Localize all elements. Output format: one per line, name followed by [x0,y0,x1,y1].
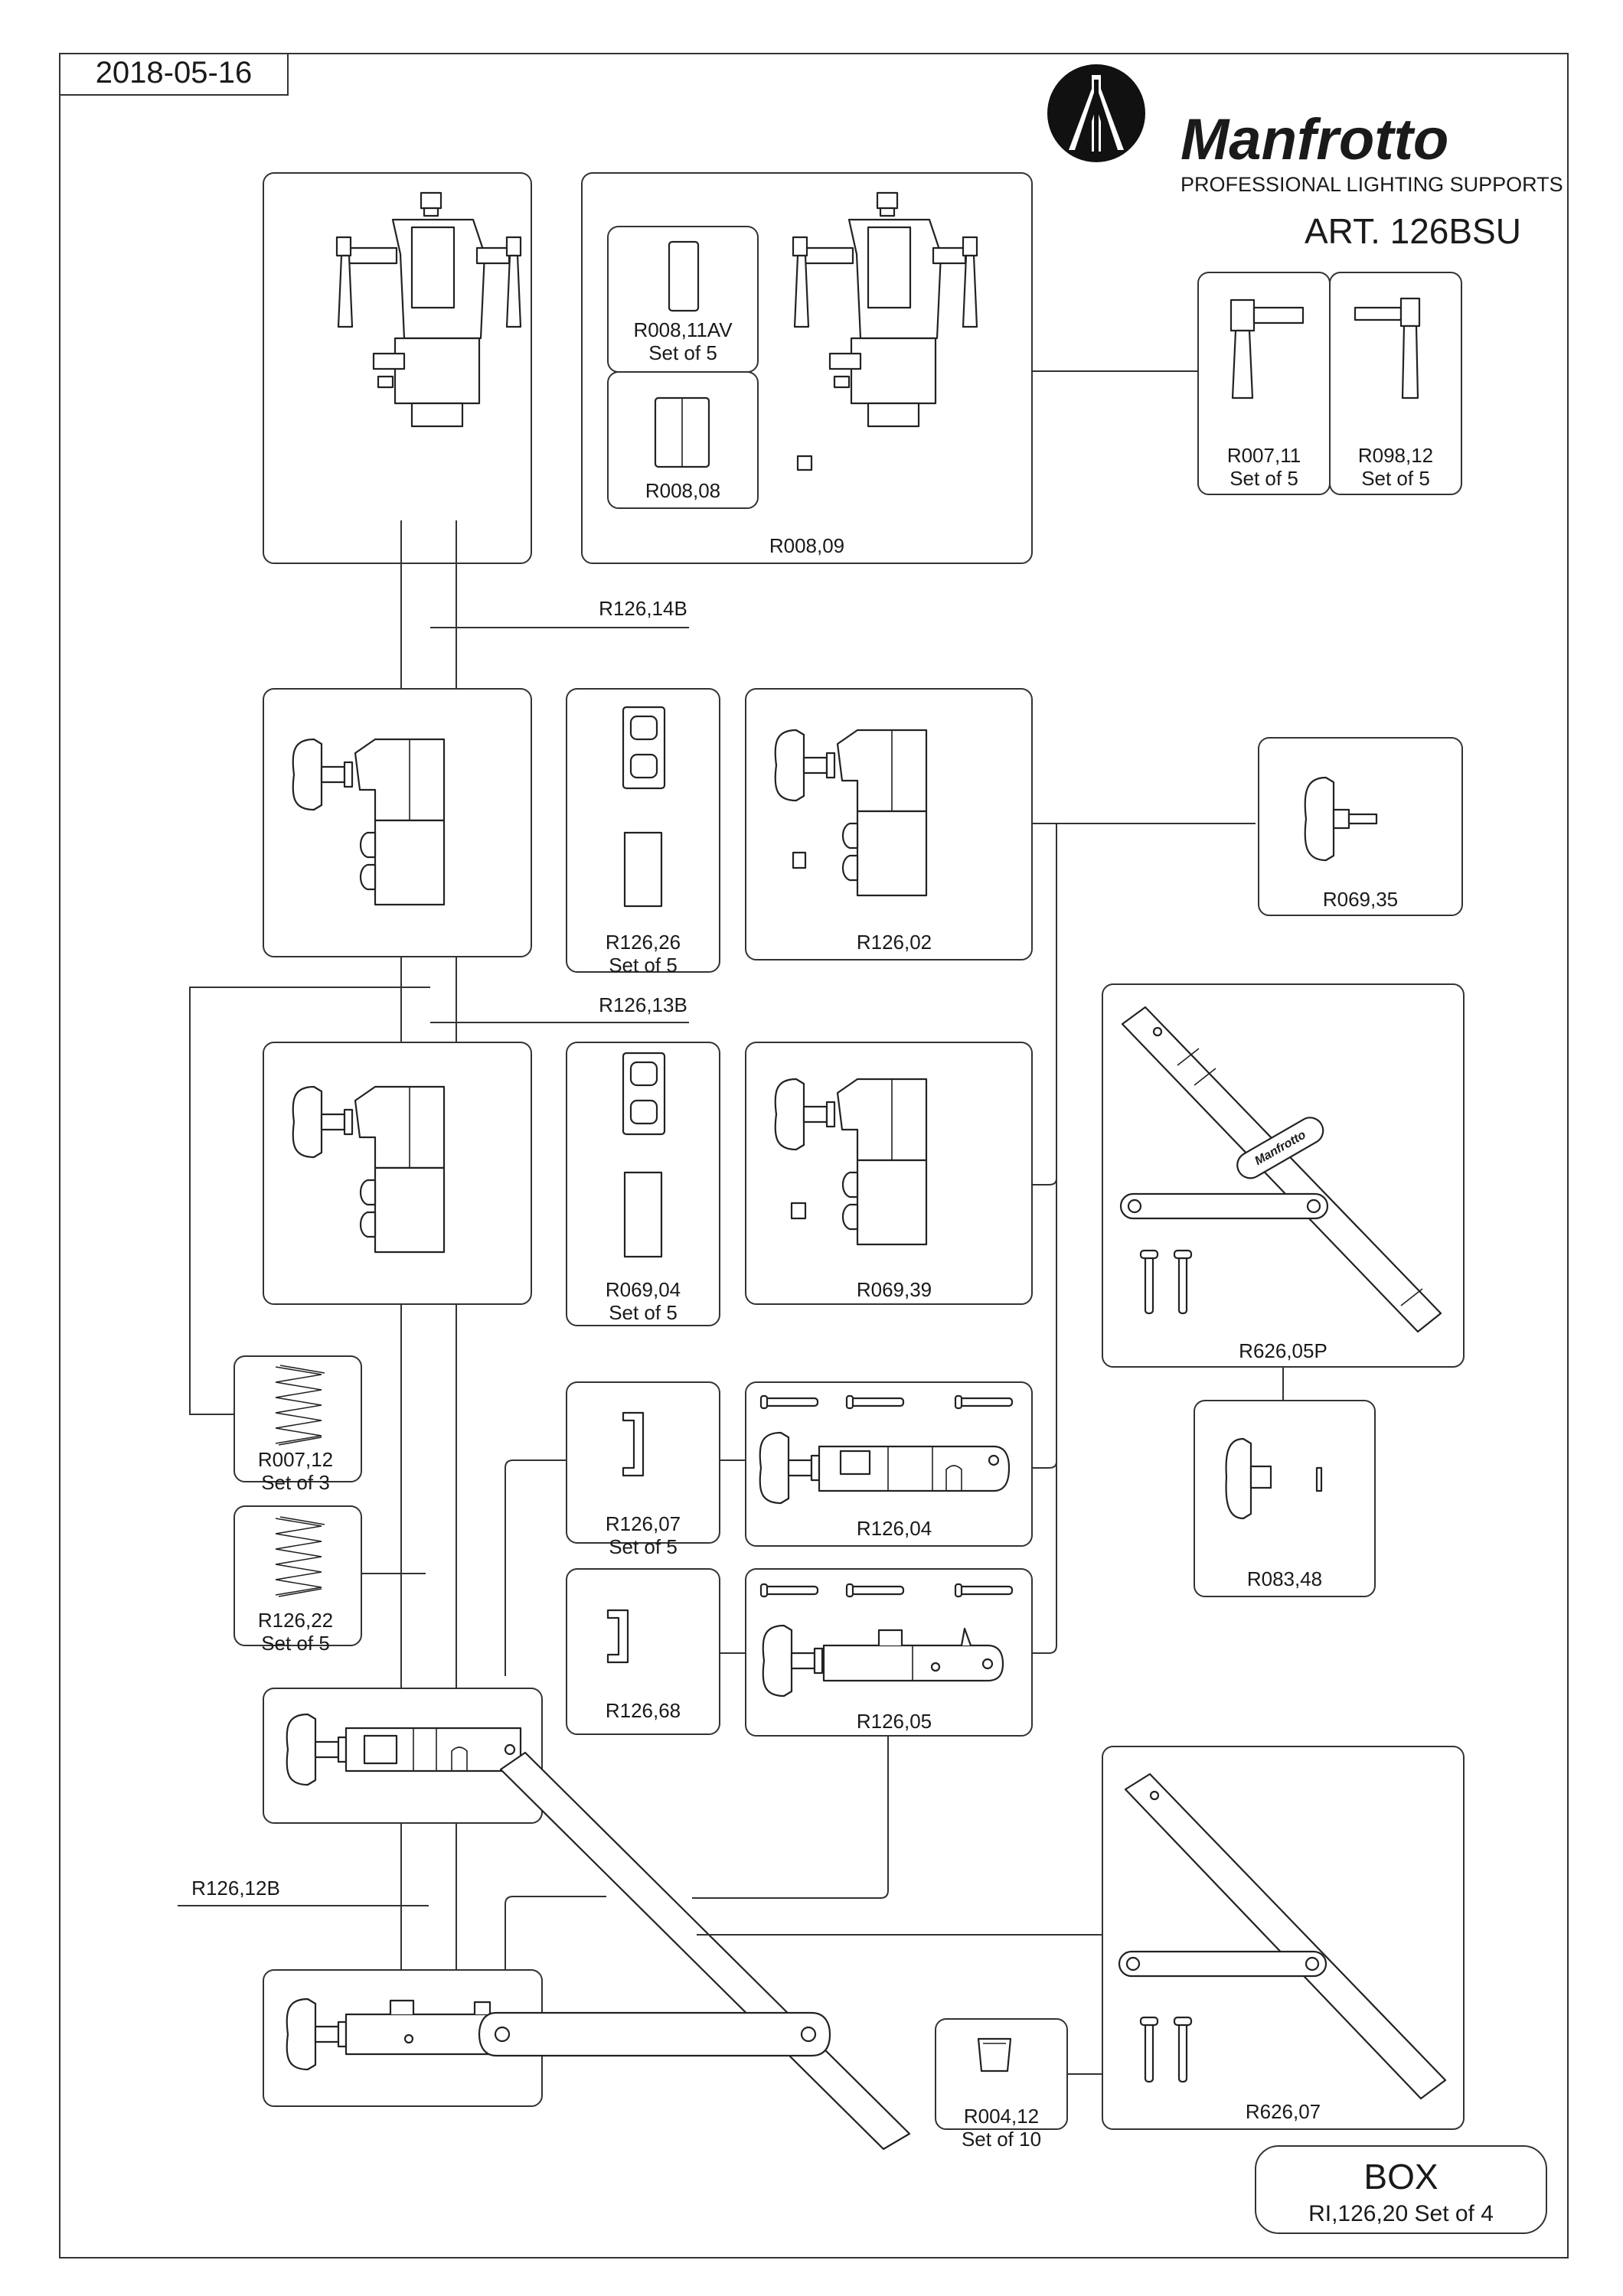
qty-r126-26: Set of 5 [609,954,678,977]
panel-r098-12 [1329,272,1462,495]
label-r626-05p: R626,05P [1239,1339,1327,1362]
label-r126-04: R126,04 [857,1517,932,1540]
label-r126-26: R126,26 [606,931,681,954]
box-code: RI,126,20 Set of 4 [1308,2201,1494,2226]
r626-05p-leg-arm [1121,1006,1442,1333]
leader-r126-05-down [692,1736,889,1899]
sheet-frame [59,53,1569,2258]
label-r626-07: R626,07 [1246,2100,1321,2123]
r626-07-crossbar [1118,1950,1327,1978]
label-r126-13b: R126,13B [599,993,687,1016]
panel-r126-68 [566,1568,720,1735]
label-r007-11: R007,11 [1227,444,1301,467]
label-r126-14b: R126,14B [599,597,687,620]
leader-r069-35 [1032,823,1256,1654]
label-r007-12: R007,12 [258,1448,333,1471]
qty-r098-12: Set of 5 [1361,467,1430,490]
brand-tagline: PROFESSIONAL LIGHTING SUPPORTS [1181,173,1563,196]
label-r008-08: R008,08 [645,479,720,502]
qty-r126-07: Set of 5 [609,1535,678,1558]
label-r126-12b: R126,12B [191,1877,280,1900]
box-panel [1255,2145,1547,2234]
label-r069-39: R069,39 [857,1278,932,1301]
leader-lower-clamp-2 [505,1896,606,1970]
leader-r126-04 [505,1459,746,1676]
qty-r007-11: Set of 5 [1229,467,1298,490]
label-r008-09: R008,09 [769,534,844,557]
label-r126-02: R126,02 [857,931,932,954]
date-box [59,53,289,96]
panel-r069-35 [1258,737,1463,916]
label-r069-35: R069,35 [1323,888,1398,911]
article-number: ART. 126BSU [1305,211,1521,251]
label-r008-11av: R008,11AV [633,318,733,341]
brand-wordmark: Manfrotto [1181,107,1448,172]
label-r083-48: R083,48 [1247,1567,1322,1590]
manfrotto-tripod-logo-icon [1047,64,1145,162]
label-r126-68: R126,68 [606,1699,681,1722]
qty-r069-04: Set of 5 [609,1301,678,1324]
label-r069-04: R069,04 [606,1278,681,1301]
leader-r007-12 [189,987,430,1415]
label-r126-05: R126,05 [857,1710,932,1733]
qty-r004-12: Set of 10 [962,2128,1041,2151]
panel-r007-12 [233,1355,362,1482]
label-r126-07: R126,07 [606,1512,681,1535]
qty-r008-11av: Set of 5 [648,341,717,364]
label-r004-12: R004,12 [964,2105,1039,2128]
box-title: BOX [1363,2157,1438,2197]
qty-r126-22: Set of 5 [261,1632,330,1655]
qty-r007-12: Set of 3 [261,1471,330,1494]
label-r098-12: R098,12 [1358,444,1433,467]
label-r126-22: R126,22 [258,1609,333,1632]
panel-r126-26 [566,688,720,973]
r626-05p-crossbar [1119,1192,1329,1220]
revision-date: 2018-05-16 [96,56,253,90]
